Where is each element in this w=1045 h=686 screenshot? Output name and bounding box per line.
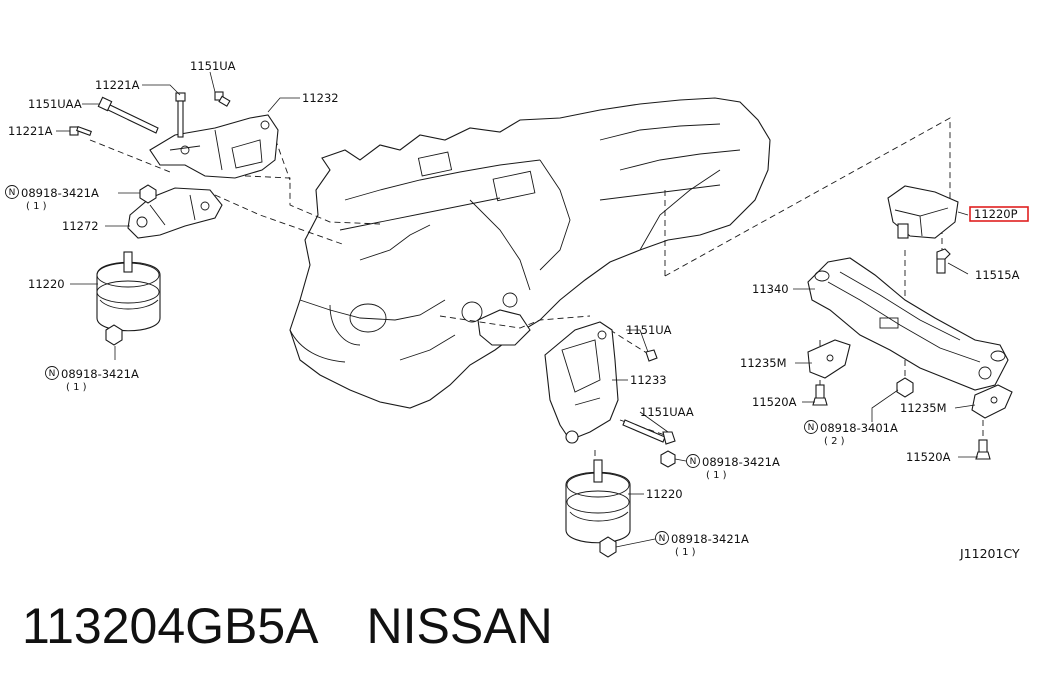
label-11235M-left: 11235M xyxy=(740,356,787,370)
bracket-11232 xyxy=(149,114,279,179)
bolt-long-1151UAA xyxy=(97,96,159,134)
part-number: 113204GB5A xyxy=(22,598,319,654)
n-symbol: N xyxy=(9,188,16,198)
label-08918-a: 08918-3421A xyxy=(21,186,99,200)
engine-transmission-illustration xyxy=(289,97,771,409)
bracket-11235M-left xyxy=(807,339,851,379)
label-08918-b-qty: ( 1 ) xyxy=(66,382,87,393)
label-11221A-top: 11221A xyxy=(95,78,140,92)
label-08918-d-qty: ( 1 ) xyxy=(675,547,696,558)
bolt-1151UAA-mid xyxy=(622,419,676,445)
label-11221A-left: 11221A xyxy=(8,124,53,138)
nut-08918-e xyxy=(896,377,914,398)
label-11520A-right: 11520A xyxy=(906,450,951,464)
bolt-1151UA-top xyxy=(214,91,231,107)
label-08918-a-qty: ( 1 ) xyxy=(26,201,47,212)
highlight-box-11220P xyxy=(969,206,1029,222)
label-11220-mid: 11220 xyxy=(646,487,683,501)
bracket-11272 xyxy=(127,184,223,239)
label-11340: 11340 xyxy=(752,282,789,296)
label-08918-b: 08918-3421A xyxy=(61,367,139,381)
engine-mount-right xyxy=(565,459,631,558)
label-1151UA-mid: 1151UA xyxy=(626,323,672,337)
brand-name: NISSAN xyxy=(366,598,553,654)
label-08918-e-qty: ( 2 ) xyxy=(824,436,845,447)
label-11232: 11232 xyxy=(302,91,339,105)
transmission-mount-11220P xyxy=(887,185,959,274)
label-08918-d: 08918-3421A xyxy=(671,532,749,546)
leader-lines xyxy=(56,71,978,548)
label-08918-c-qty: ( 1 ) xyxy=(706,470,727,481)
label-08918-e: 08918-3401A xyxy=(820,421,898,435)
n-symbol: N xyxy=(49,369,56,379)
diagram-code: J11201CY xyxy=(959,546,1020,561)
n-symbol: N xyxy=(690,457,697,467)
bracket-11235M-right xyxy=(971,384,1013,419)
engine-mount-left xyxy=(96,251,161,346)
label-1151UAA-left: 1151UAA xyxy=(28,97,82,111)
nut-08918-c xyxy=(660,450,676,468)
crossmember-11340 xyxy=(807,257,1009,391)
label-11520A-left: 11520A xyxy=(752,395,797,409)
bolt-11221A-left xyxy=(69,126,92,136)
label-11235M-right: 11235M xyxy=(900,401,947,415)
label-08918-c: 08918-3421A xyxy=(702,455,780,469)
label-11515A: 11515A xyxy=(975,268,1020,282)
label-11272: 11272 xyxy=(62,219,99,233)
bracket-11233 xyxy=(544,321,619,444)
part-labels: 11221A 1151UA 1151UAA 11232 11221A N 089… xyxy=(5,59,1029,561)
label-11220-left: 11220 xyxy=(28,277,65,291)
caption: 113204GB5A NISSAN xyxy=(22,596,553,656)
n-symbol: N xyxy=(659,534,666,544)
bolt-1151UA-mid xyxy=(645,349,658,362)
bolt-11221A-top xyxy=(175,92,186,138)
label-1151UAA-mid: 1151UAA xyxy=(640,405,694,419)
label-11233: 11233 xyxy=(630,373,667,387)
label-11220P: 11220P xyxy=(974,207,1018,221)
label-1151UA-top: 1151UA xyxy=(190,59,236,73)
n-symbol: N xyxy=(808,423,815,433)
